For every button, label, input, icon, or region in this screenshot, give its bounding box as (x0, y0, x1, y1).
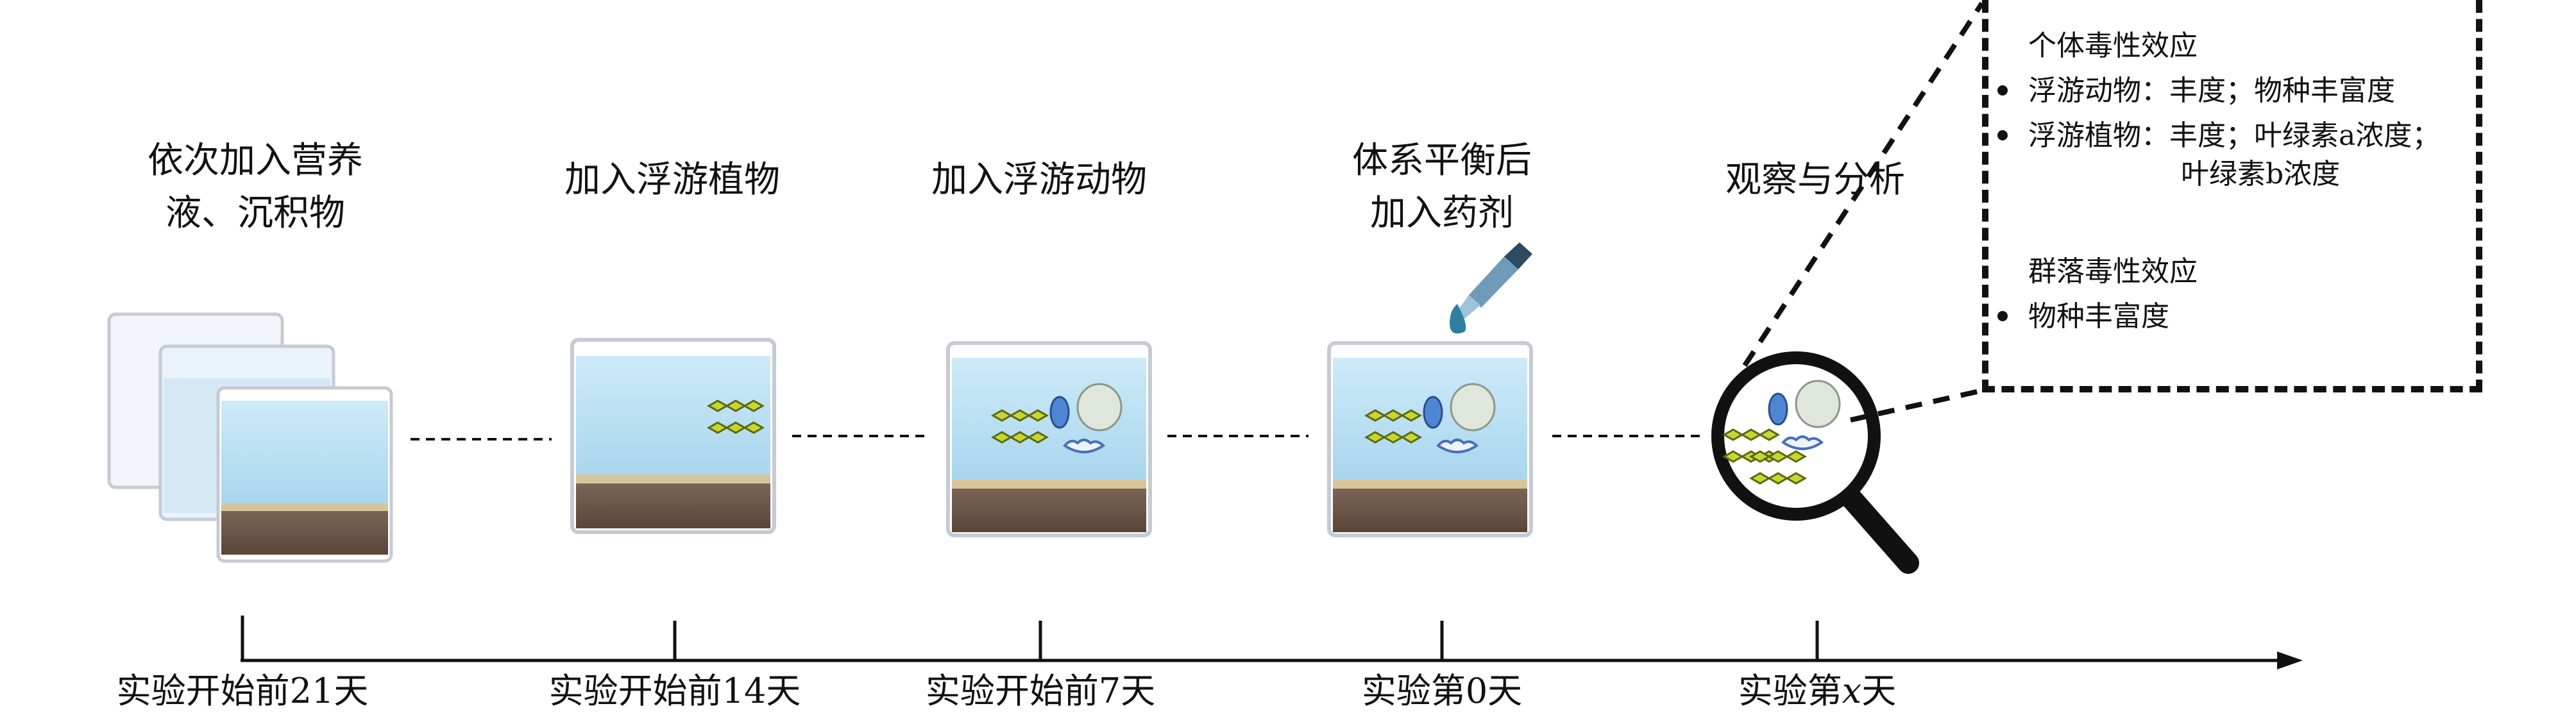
timeline-axis (241, 616, 2284, 662)
beaker-icon (1327, 341, 1533, 537)
community-effects-item: 物种丰富度 (1997, 299, 2169, 335)
beaker-icon (570, 338, 776, 534)
community-toxicity-heading: 群落毒性效应 (2028, 255, 2198, 288)
step-title-4: 体系平衡后加入药剂 (1352, 140, 1532, 234)
timeline-arrowhead (2277, 651, 2303, 669)
individual-toxicity-heading: 个体毒性效应 (2028, 29, 2198, 62)
beaker-stack-icon (107, 312, 393, 563)
bullet-dot (1997, 85, 2008, 96)
step-title-3: 加入浮游动物 (931, 159, 1147, 201)
bullet-dot (1997, 310, 2008, 321)
step-title-2: 加入浮游植物 (564, 159, 780, 201)
timeline-label-day-minus-7: 实验开始前7天 (925, 671, 1156, 711)
callout-lines (1742, 1, 1986, 423)
timeline-label-day-minus-21: 实验开始前21天 (116, 671, 369, 711)
timeline-label-day-x: 实验第x天 (1738, 671, 1897, 711)
beaker-icon (946, 341, 1152, 537)
timeline-label-day-0: 实验第0天 (1361, 671, 1523, 711)
zooplankton-effects-item: 浮游动物：丰度；物种丰富度 (1997, 73, 2395, 109)
effects-callout-box: 个体毒性效应 浮游动物：丰度；物种丰富度 浮游植物：丰度；叶绿素a浓度； 叶绿素… (1982, 0, 2482, 392)
phytoplankton-effects-continuation: 叶绿素b浓度 (2181, 158, 2341, 190)
phytoplankton-effects-item: 浮游植物：丰度；叶绿素a浓度； (1997, 118, 2440, 154)
magnifier-icon (1711, 351, 1919, 574)
step-connectors (411, 435, 1700, 441)
step-title-1: 依次加入营养液、沉积物 (148, 140, 363, 234)
bullet-dot (1997, 130, 2008, 140)
step-title-5: 观察与分析 (1725, 159, 1905, 201)
timeline-label-day-minus-14: 实验开始前14天 (548, 671, 801, 711)
dropper-icon (1450, 242, 1532, 334)
